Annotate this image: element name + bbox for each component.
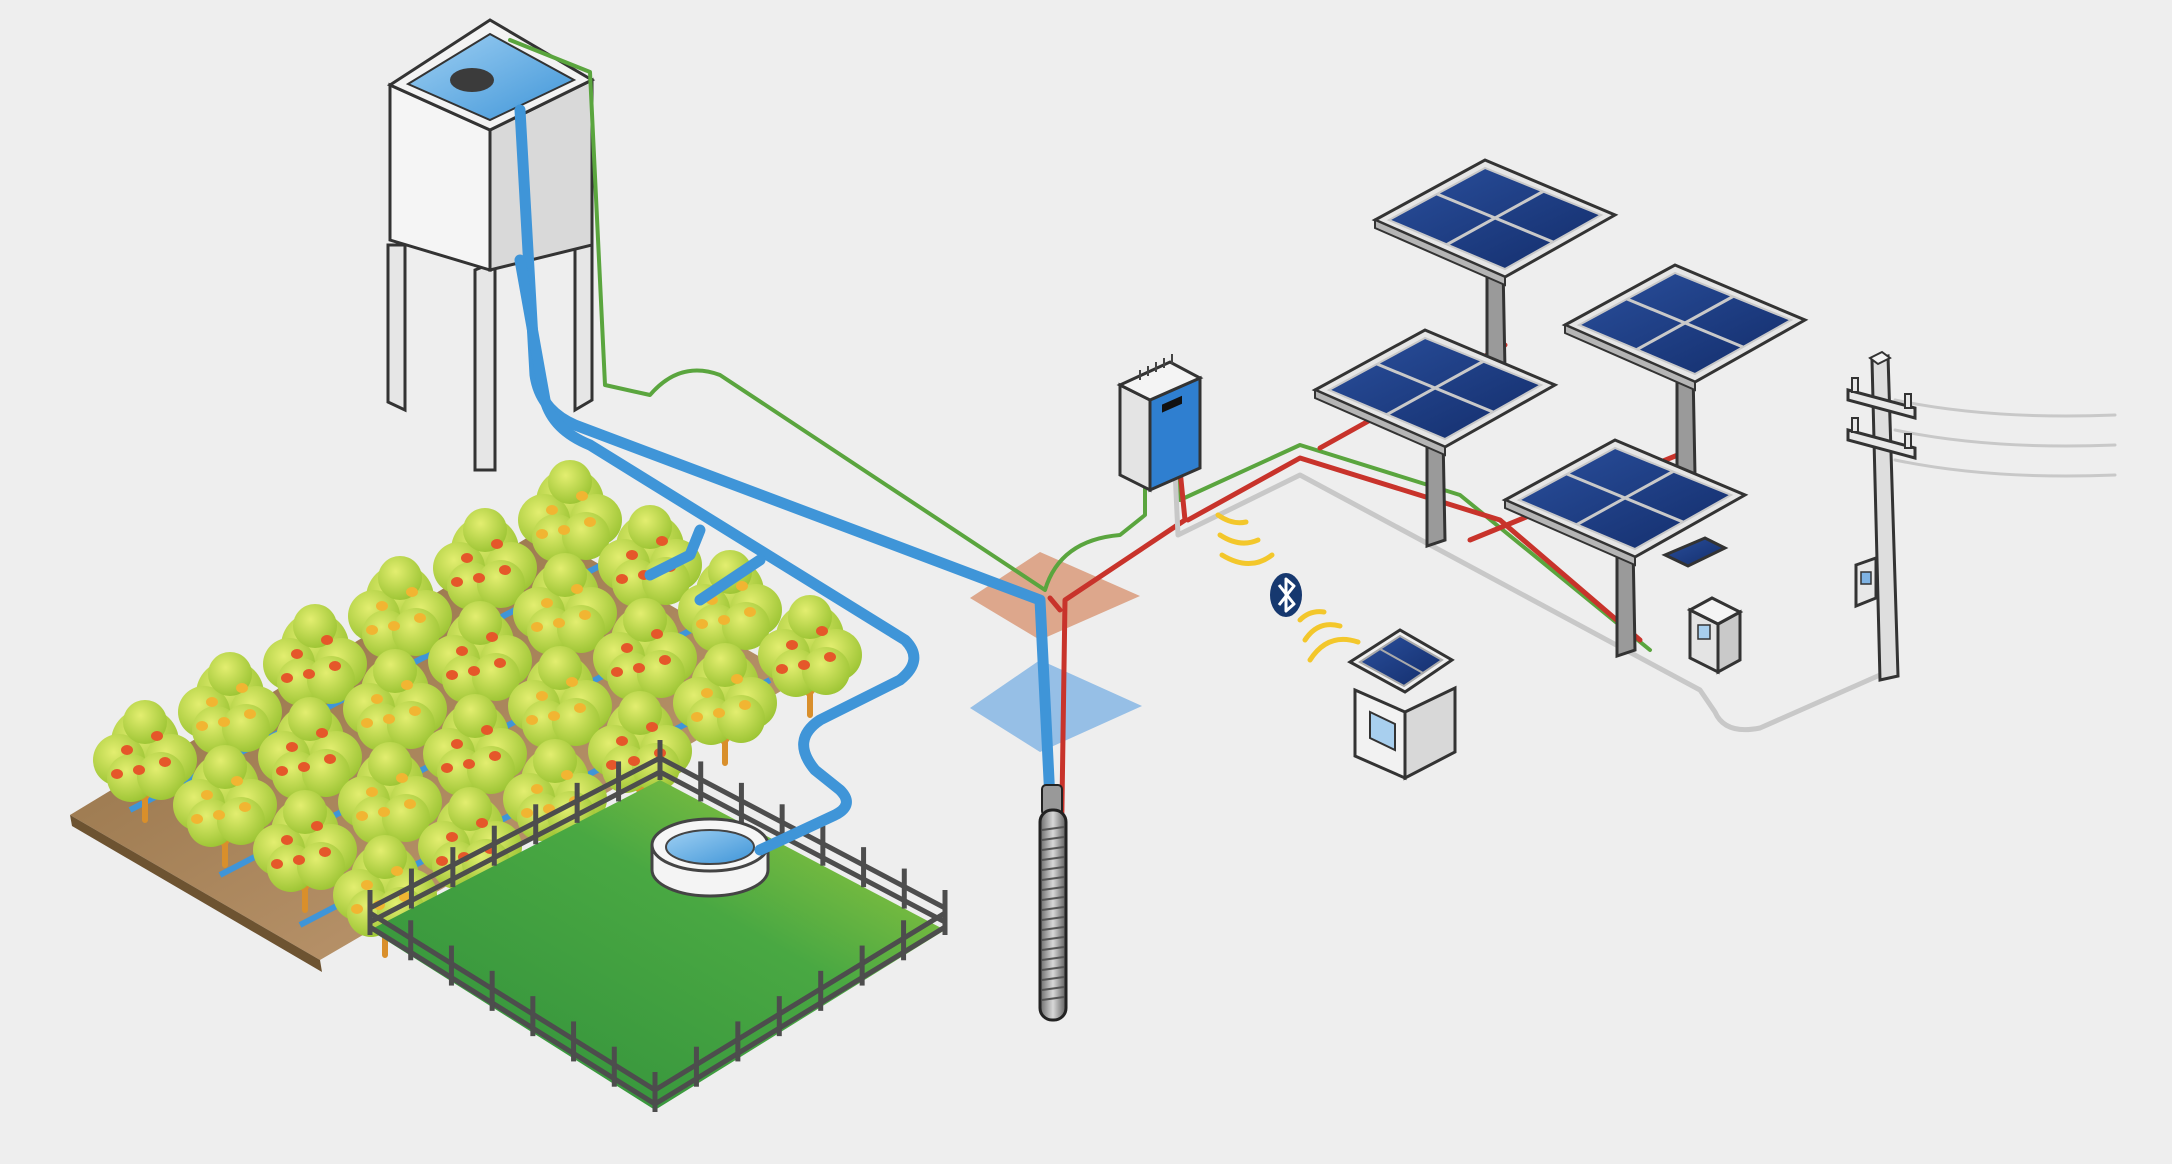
water-tower [386, 18, 596, 472]
fruit-tree [423, 694, 527, 817]
water-pipe-branch-1 [644, 524, 706, 581]
fruit-tree [518, 460, 622, 583]
fruit-tree [348, 556, 452, 679]
junction-ground-marker [970, 552, 1140, 640]
water-pipe-to-orchard [514, 254, 920, 856]
orchard [70, 460, 862, 972]
fruit-tree [673, 643, 777, 766]
auxiliary-solar-panel [1661, 536, 1729, 568]
fruit-tree [428, 601, 532, 724]
float-sensor-icon [450, 68, 494, 92]
fruit-tree [178, 652, 282, 775]
fruit-tree [258, 697, 362, 820]
junction-water-marker [970, 660, 1142, 752]
fruit-tree [758, 595, 862, 718]
fruit-tree [253, 790, 357, 913]
meter-box [1854, 555, 1878, 609]
dc-power-cable [1047, 342, 1693, 943]
water-pipe-branch-2 [694, 554, 766, 606]
pump-controller [1116, 354, 1204, 493]
solar-panel [1371, 158, 1619, 379]
fruit-tree [93, 700, 197, 823]
wireless-waves-kiosk [1297, 609, 1361, 663]
fruit-tree [508, 646, 612, 769]
solar-kiosk [1347, 628, 1457, 781]
overhead-power-lines [1893, 398, 2117, 478]
fence [367, 740, 948, 1112]
fruit-tree [338, 742, 442, 865]
fruit-trees [93, 460, 862, 958]
solar-panel [1311, 328, 1559, 549]
solar-array [1311, 158, 1809, 659]
fruit-tree [593, 598, 697, 721]
grid-switch-box [1686, 596, 1744, 675]
submersible-pump [1038, 784, 1068, 1022]
grid-cable [1172, 467, 1883, 733]
water-trough [650, 817, 770, 898]
fruit-tree [173, 745, 277, 868]
fruit-tree [263, 604, 367, 727]
wireless-waves-controller [1215, 512, 1275, 566]
solar-panel [1561, 263, 1809, 484]
fruit-tree [433, 508, 537, 631]
solar-panel [1501, 438, 1749, 659]
utility-pole [1846, 350, 1917, 682]
bluetooth-icon [1270, 573, 1302, 617]
fenced-pasture [367, 740, 948, 1112]
